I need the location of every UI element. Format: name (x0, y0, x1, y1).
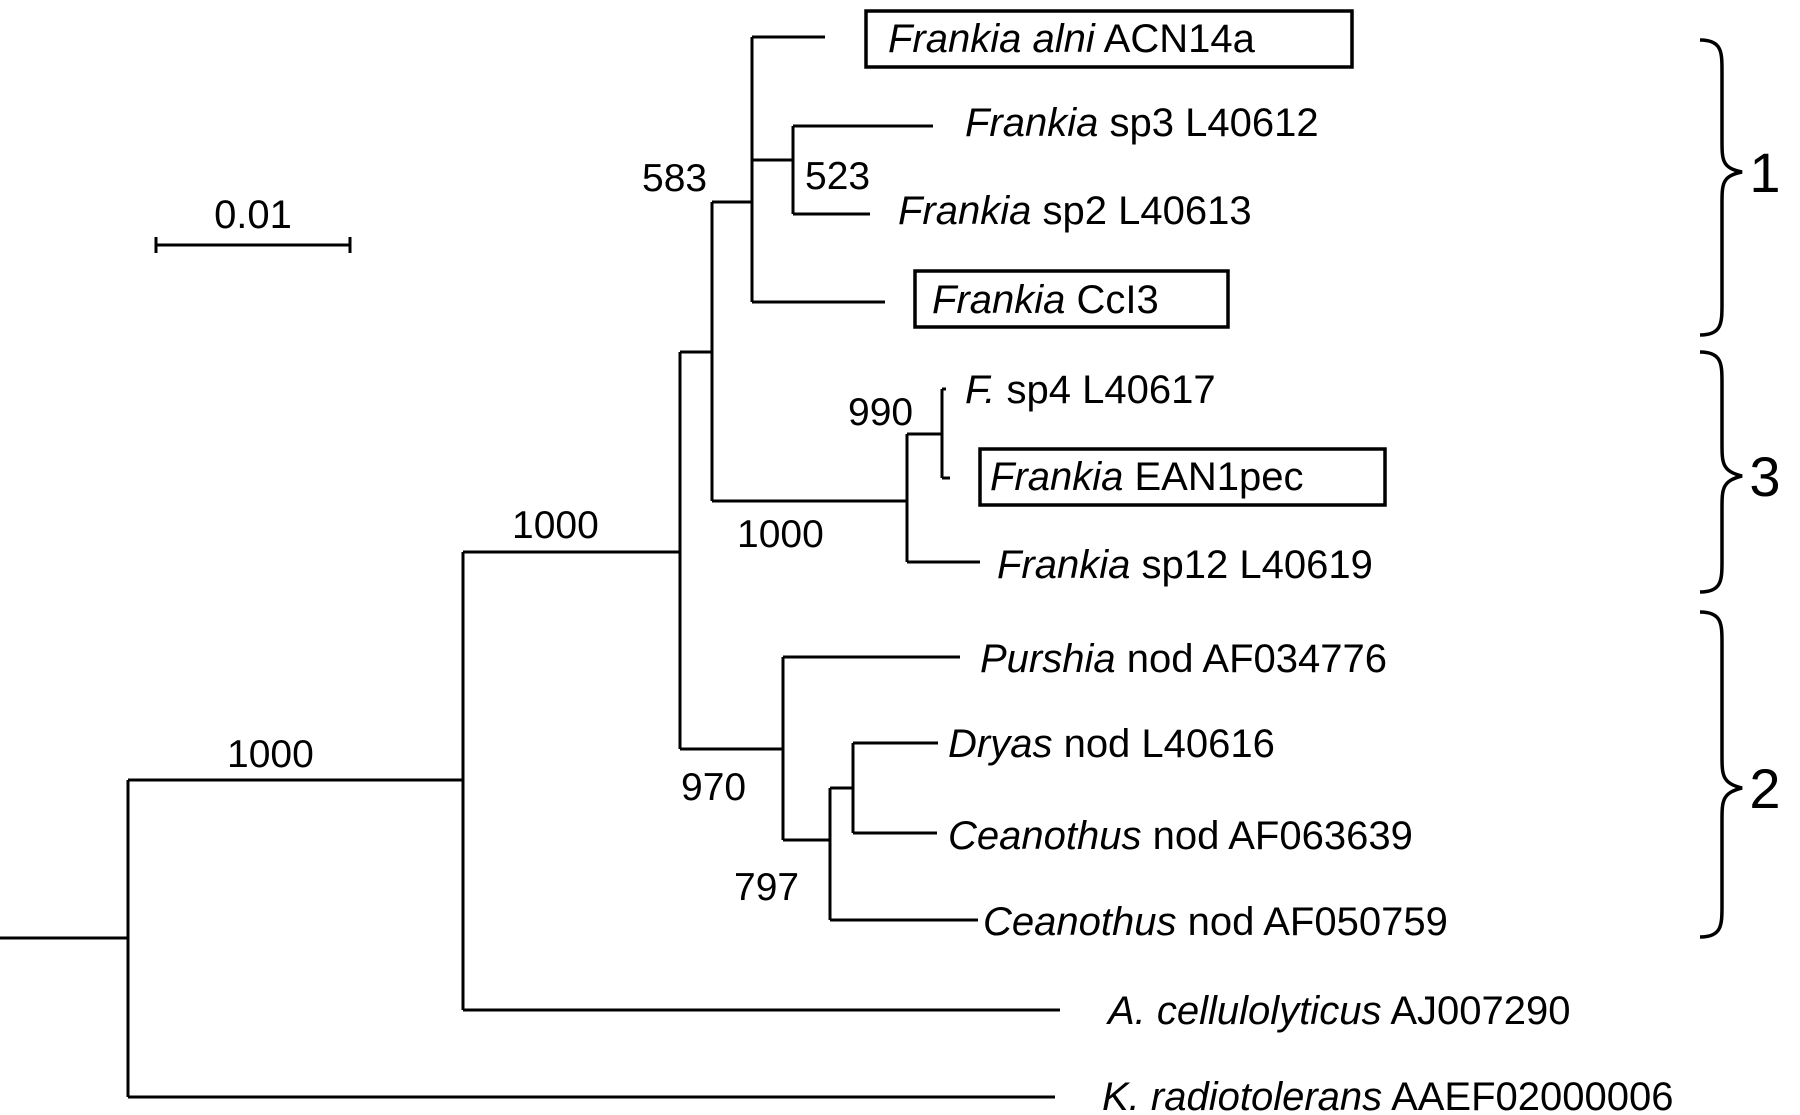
group-1-label: 1 (1749, 141, 1780, 204)
group-2-label: 2 (1749, 757, 1780, 820)
taxon-label-frankia-ean1pec: Frankia EAN1pec (990, 455, 1304, 499)
taxon-label-dryas: Dryas nod L40616 (948, 722, 1275, 766)
group-3-label: 3 (1749, 445, 1780, 508)
taxon-label-frankia-cci3: Frankia CcI3 (932, 278, 1159, 322)
bootstrap-1000-frankia: 1000 (512, 504, 599, 547)
bootstrap-583: 583 (642, 157, 707, 200)
bootstrap-1000-group3: 1000 (737, 513, 824, 556)
taxon-label-frankia-sp12: Frankia sp12 L40619 (997, 543, 1373, 587)
taxon-label-k-radiotolerans: K. radiotolerans AAEF02000006 (1102, 1075, 1674, 1115)
scale-bar-label: 0.01 (214, 193, 292, 237)
taxon-label-frankia-sp2: Frankia sp2 L40613 (898, 189, 1252, 233)
taxon-label-ceanothus-af050759: Ceanothus nod AF050759 (983, 900, 1448, 944)
taxon-label-frankia-alni-acn14a: Frankia alni ACN14a (888, 17, 1256, 61)
taxon-label-a-cellulolyticus: A. cellulolyticus AJ007290 (1106, 989, 1571, 1033)
bootstrap-970: 970 (681, 766, 746, 809)
taxon-box-frankia-ean1pec (978, 447, 1387, 507)
bootstrap-797: 797 (734, 866, 799, 909)
group-2-brace (1699, 610, 1743, 939)
taxon-box-frankia-cci3 (913, 269, 1230, 329)
taxon-label-f-sp4: F. sp4 L40617 (965, 368, 1216, 412)
bootstrap-523: 523 (805, 155, 870, 198)
bootstrap-1000-root: 1000 (227, 733, 314, 776)
taxon-box-frankia-alni-acn14a (864, 9, 1354, 69)
taxon-label-ceanothus-af063639: Ceanothus nod AF063639 (948, 814, 1413, 858)
bootstrap-990: 990 (848, 391, 913, 434)
taxon-label-purshia: Purshia nod AF034776 (980, 637, 1387, 681)
group-3-brace (1699, 350, 1743, 594)
group-1-brace (1699, 38, 1743, 337)
taxon-label-frankia-sp3: Frankia sp3 L40612 (965, 101, 1319, 145)
